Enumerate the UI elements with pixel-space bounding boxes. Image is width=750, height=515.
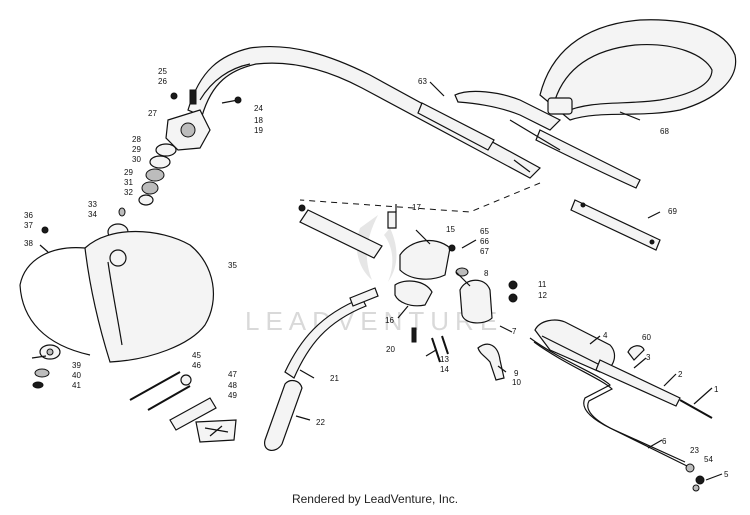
leader-lines — [31, 81, 723, 481]
part-label-10: 10 — [512, 378, 521, 387]
part-label-35: 35 — [228, 261, 237, 270]
part-label-3: 3 — [646, 353, 651, 362]
upper-shaft — [187, 45, 541, 179]
part-label-5: 5 — [724, 470, 729, 479]
part-label-17: 17 — [412, 203, 421, 212]
watermark-logo: LEADVENTURE — [245, 215, 503, 336]
part-label-23: 23 — [690, 446, 699, 455]
part-label-29: 29 — [132, 145, 141, 154]
tool-kit-parts — [129, 371, 237, 443]
part-label-65: 65 — [480, 227, 489, 236]
watermark-text: LEADVENTURE — [245, 306, 503, 336]
part-label-6: 6 — [662, 437, 667, 446]
part-label-13: 13 — [440, 355, 449, 364]
part-label-19: 19 — [254, 126, 263, 135]
part-label-34: 34 — [88, 210, 97, 219]
part-label-14: 14 — [440, 365, 449, 374]
trimmer-guard-35 — [19, 231, 214, 363]
part-label-38: 38 — [24, 239, 33, 248]
part-label-60: 60 — [642, 333, 651, 342]
part-label-28: 28 — [132, 135, 141, 144]
plate-69 — [570, 199, 661, 251]
throttle-housing-8 — [459, 279, 518, 324]
part-label-25: 25 — [158, 67, 167, 76]
hand-grip-22 — [264, 379, 303, 451]
harness-strap-68 — [454, 19, 737, 189]
part-label-39: 39 — [72, 361, 81, 370]
part-label-47: 47 — [228, 370, 237, 379]
part-label-54: 54 — [704, 455, 713, 464]
part-label-9: 9 — [514, 369, 519, 378]
part-label-45: 45 — [192, 351, 201, 360]
assembly-leader-line — [299, 182, 541, 213]
part-label-40: 40 — [72, 371, 81, 380]
handle-tube — [298, 204, 397, 259]
part-label-48: 48 — [228, 381, 237, 390]
part-label-8: 8 — [484, 269, 489, 278]
part-label-31: 31 — [124, 178, 133, 187]
part-label-22: 22 — [316, 418, 325, 427]
part-label-24: 24 — [254, 104, 263, 113]
part-label-7: 7 — [512, 327, 517, 336]
throttle-cable-6 — [529, 337, 705, 492]
part-label-1: 1 — [714, 385, 719, 394]
part-label-30: 30 — [132, 155, 141, 164]
part-label-20: 20 — [386, 345, 395, 354]
part-label-69: 69 — [668, 207, 677, 216]
handle-bar-21 — [284, 287, 379, 379]
drive-tube-assembly — [534, 319, 713, 419]
part-label-66: 66 — [480, 237, 489, 246]
part-label-11: 11 — [538, 280, 547, 289]
part-label-46: 46 — [192, 361, 201, 370]
part-label-16: 16 — [385, 316, 394, 325]
part-label-18: 18 — [254, 116, 263, 125]
part-label-2: 2 — [678, 370, 683, 379]
handle-clamp-15 — [394, 239, 469, 343]
part-label-26: 26 — [158, 77, 167, 86]
footer-credit: Rendered by LeadVenture, Inc. — [291, 492, 459, 506]
part-label-4: 4 — [603, 331, 608, 340]
part-label-63: 63 — [418, 77, 427, 86]
throttle-trigger — [431, 335, 505, 381]
part-label-68: 68 — [660, 127, 669, 136]
spool-parts — [32, 226, 61, 389]
part-label-33: 33 — [88, 200, 97, 209]
part-label-21: 21 — [330, 374, 339, 383]
part-label-36: 36 — [24, 211, 33, 220]
shaft-sleeve-63 — [417, 102, 495, 151]
part-label-32: 32 — [124, 188, 133, 197]
part-label-49: 49 — [228, 391, 237, 400]
gear-head-assembly — [107, 89, 242, 241]
part-label-41: 41 — [72, 381, 81, 390]
part-label-67: 67 — [480, 247, 489, 256]
part-label-15: 15 — [446, 225, 455, 234]
part-label-37: 37 — [24, 221, 33, 230]
part-labels: 1 2 3 4 5 6 7 8 9 10 11 12 13 14 15 16 1… — [24, 67, 729, 479]
part-label-12: 12 — [538, 291, 547, 300]
part-label-29b: 29 — [124, 168, 133, 177]
part-label-27: 27 — [148, 109, 157, 118]
